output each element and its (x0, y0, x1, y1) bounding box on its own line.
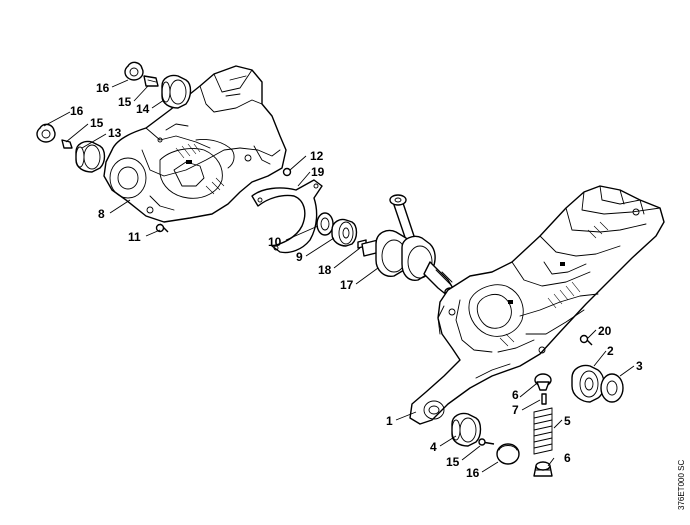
plug-6-lower (533, 461, 553, 477)
callout-8: 8 (98, 207, 105, 221)
callout-18: 18 (318, 263, 332, 277)
callout-9: 9 (296, 250, 303, 264)
callout-15: 15 (118, 95, 132, 109)
callout-3: 3 (636, 359, 643, 373)
callout-15: 15 (446, 455, 460, 469)
crankcase-half-left (103, 65, 287, 223)
callout-1: 1 (386, 414, 393, 428)
callout-6: 6 (512, 388, 519, 402)
oil-seal-10 (316, 212, 334, 236)
callout-10: 10 (268, 235, 282, 249)
screw-11 (155, 223, 169, 233)
plug-6-upper (534, 373, 552, 391)
screw-15-lower (478, 438, 495, 446)
ball-bearing-2 (571, 364, 605, 403)
crankshaft-17 (361, 194, 456, 297)
sleeve-upper (143, 75, 159, 87)
crankcase-half-right (409, 185, 665, 425)
nut-12 (282, 167, 292, 177)
callout-2: 2 (607, 344, 614, 358)
callout-16: 16 (96, 81, 110, 95)
annular-buffer-left (75, 140, 106, 173)
callout-14: 14 (136, 102, 150, 116)
callout-20: 20 (598, 324, 612, 338)
oil-seal-3 (600, 373, 624, 403)
callout-15: 15 (90, 116, 104, 130)
pin-7 (541, 393, 547, 405)
callout-19: 19 (311, 165, 325, 179)
callout-4: 4 (430, 440, 437, 454)
ball-bearing-9 (331, 218, 358, 247)
callout-17: 17 (340, 278, 354, 292)
callout-7: 7 (512, 403, 519, 417)
stop-plate-left (36, 123, 56, 143)
cap-16-lower (496, 443, 520, 465)
callout-16: 16 (466, 466, 480, 480)
annular-buffer-upper (161, 74, 192, 109)
callout-numbers: 16 15 14 16 15 13 8 11 12 19 10 9 18 17 … (70, 81, 643, 480)
callout-6: 6 (564, 451, 571, 465)
drawing-code: 376ET000 SC (677, 460, 686, 510)
callout-12: 12 (310, 149, 324, 163)
spring-5 (533, 407, 553, 455)
callout-5: 5 (564, 414, 571, 428)
gasket-19 (251, 179, 323, 254)
callout-16: 16 (70, 104, 84, 118)
stop-plate-upper (124, 61, 144, 81)
screw-20 (579, 334, 593, 346)
annular-buffer-4 (451, 412, 482, 447)
leader-lines (43, 79, 635, 473)
callout-11: 11 (128, 230, 141, 244)
callout-13: 13 (108, 126, 122, 140)
